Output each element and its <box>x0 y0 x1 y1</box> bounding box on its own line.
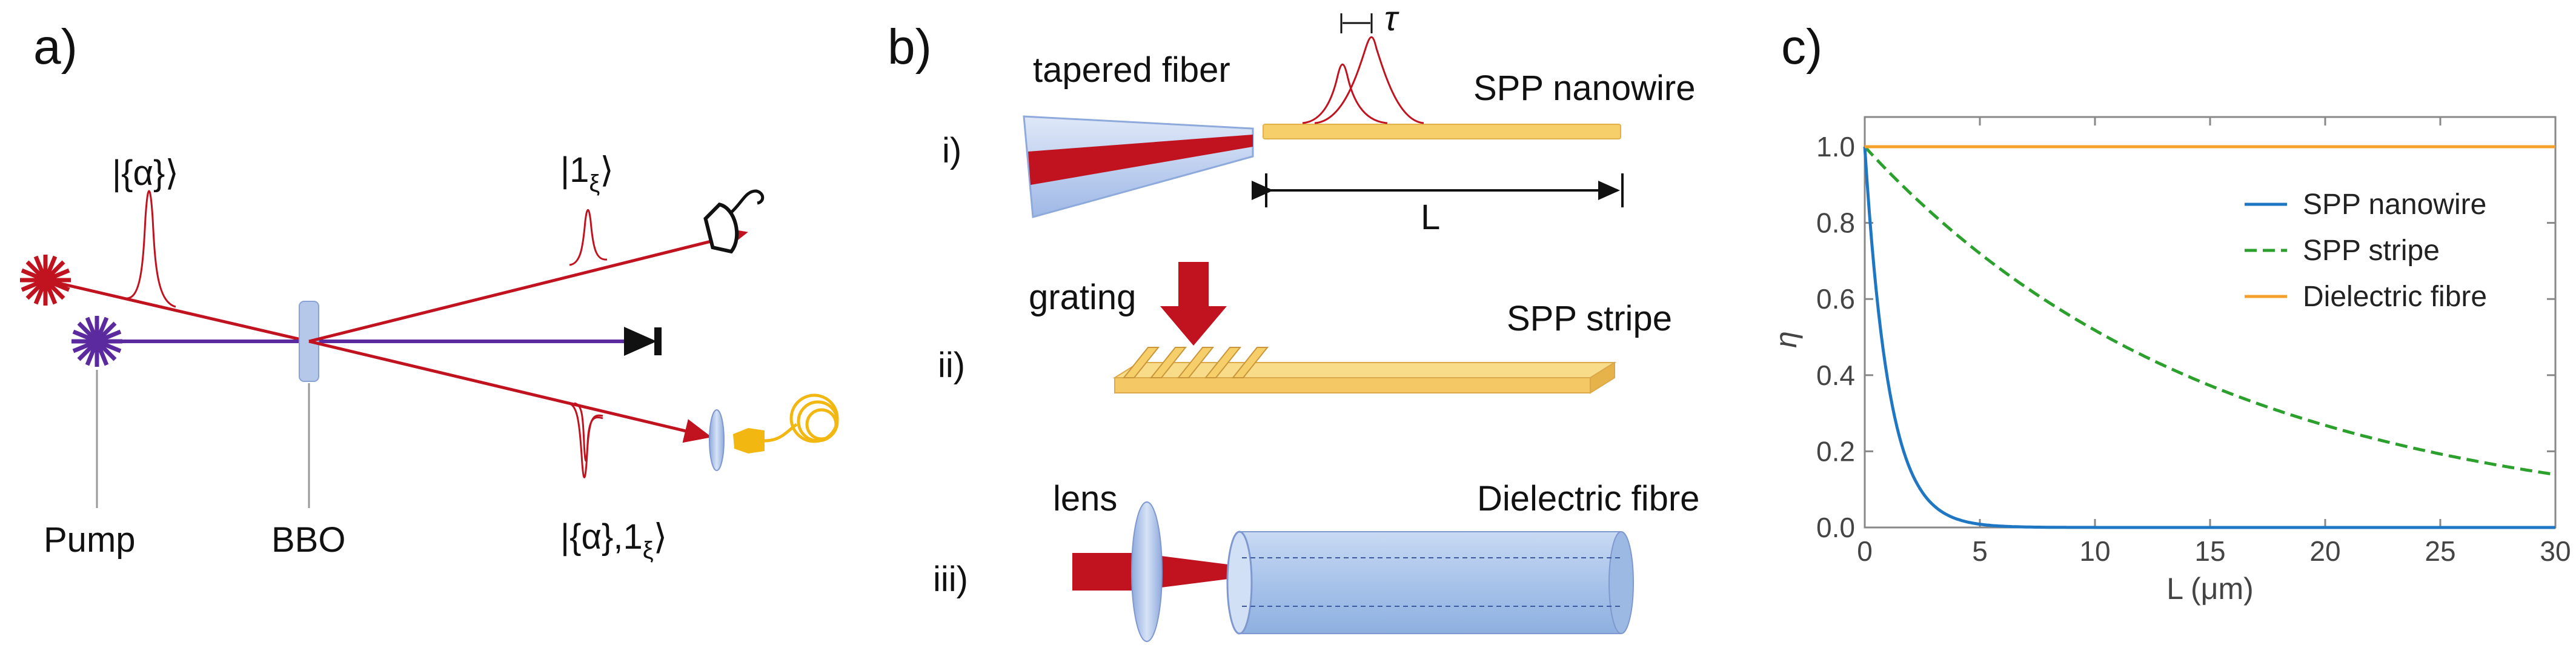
legend-entry: SPP nanowire <box>2303 189 2486 221</box>
plot-frame <box>1864 116 2557 529</box>
panel-a: a) <box>20 19 839 564</box>
y-tick-label: 1.0 <box>1816 131 1855 162</box>
photon-pair-wavepackets <box>1302 36 1424 124</box>
pump-label: Pump <box>44 520 136 560</box>
spp-stripe-label: SPP stripe <box>1507 299 1672 338</box>
y-tick-label: 0.0 <box>1816 512 1855 543</box>
y-tick-label: 0.6 <box>1816 283 1855 315</box>
lens-label: lens <box>1053 479 1117 518</box>
focusing-lens <box>1131 501 1163 642</box>
row-ii-label: ii) <box>938 346 965 385</box>
length-label: L <box>1421 198 1440 237</box>
signal-wavepacket <box>569 209 608 266</box>
y-tick-label: 0.2 <box>1816 435 1855 467</box>
grating-label: grating <box>1029 278 1136 317</box>
x-tick-label: 10 <box>2079 535 2110 567</box>
length-marker <box>1252 173 1624 207</box>
spp-nanowire-label: SPP nanowire <box>1473 69 1696 108</box>
series-line-spp-stripe <box>1864 146 2556 477</box>
fiber-coupler-icon <box>709 393 839 471</box>
y-tick-label: 0.4 <box>1816 360 1855 391</box>
panel-a-label: a) <box>33 19 78 75</box>
output-beam <box>308 340 712 443</box>
bbo-label: BBO <box>271 520 346 560</box>
x-tick-label: 25 <box>2425 535 2455 567</box>
x-tick-label: 30 <box>2540 535 2571 567</box>
x-tick-label: 5 <box>1972 535 1988 567</box>
panel-b-label: b) <box>888 19 932 75</box>
dielectric-fibre-label: Dielectric fibre <box>1477 479 1699 518</box>
spp-nanowire <box>1263 124 1621 139</box>
x-tick-label: 0 <box>1857 535 1873 567</box>
beam-dump <box>654 327 662 355</box>
dielectric-fibre <box>1226 530 1634 635</box>
row-iii-label: iii) <box>933 560 968 599</box>
tau-marker <box>1340 13 1373 33</box>
series-group <box>1863 145 2556 529</box>
grating-ridges <box>1122 347 1269 378</box>
input-beam <box>45 278 310 343</box>
x-tick-label: 15 <box>2194 535 2225 567</box>
x-tick-label: 20 <box>2309 535 2340 567</box>
detector-icon <box>703 189 765 254</box>
legend-entry: Dielectric fibre <box>2303 281 2487 313</box>
row-i-label: i) <box>942 131 961 170</box>
y-axis-label: η <box>1769 331 1803 348</box>
efficiency-chart: 0 5 10 15 20 25 30 0.0 0.2 0.4 0.6 0.8 1.0 L (μm) η SPP… <box>1769 116 2571 606</box>
panel-c: c) 0 5 10 15 20 25 30 0.0 0.2 0.4 0.6 0.8 1.0 L (μm) η… <box>1769 19 2571 606</box>
signal-beam <box>308 227 748 343</box>
tapered-fiber-label: tapered fiber <box>1033 50 1230 90</box>
tau-label: τ <box>1384 0 1399 38</box>
incident-beam-arrow <box>1160 262 1227 346</box>
panel-b: b) i) tapered fiber SPP nanowire τ L ii)… <box>888 0 1699 642</box>
series-line-spp-nanowire <box>1863 146 2555 529</box>
x-axis-label: L (μm) <box>2166 572 2254 606</box>
input-ket-label: |{α}⟩ <box>112 153 179 193</box>
signal-ket-label: |1ξ⟩ <box>560 150 614 197</box>
output-wavepacket <box>568 402 603 478</box>
panel-c-label: c) <box>1781 19 1822 75</box>
output-ket-label: |{α},1ξ⟩ <box>560 517 667 564</box>
input-wavepacket <box>125 190 176 308</box>
y-tick-label: 0.8 <box>1816 207 1855 239</box>
legend-entry: SPP stripe <box>2303 235 2440 267</box>
tapered-fiber <box>1023 115 1254 218</box>
